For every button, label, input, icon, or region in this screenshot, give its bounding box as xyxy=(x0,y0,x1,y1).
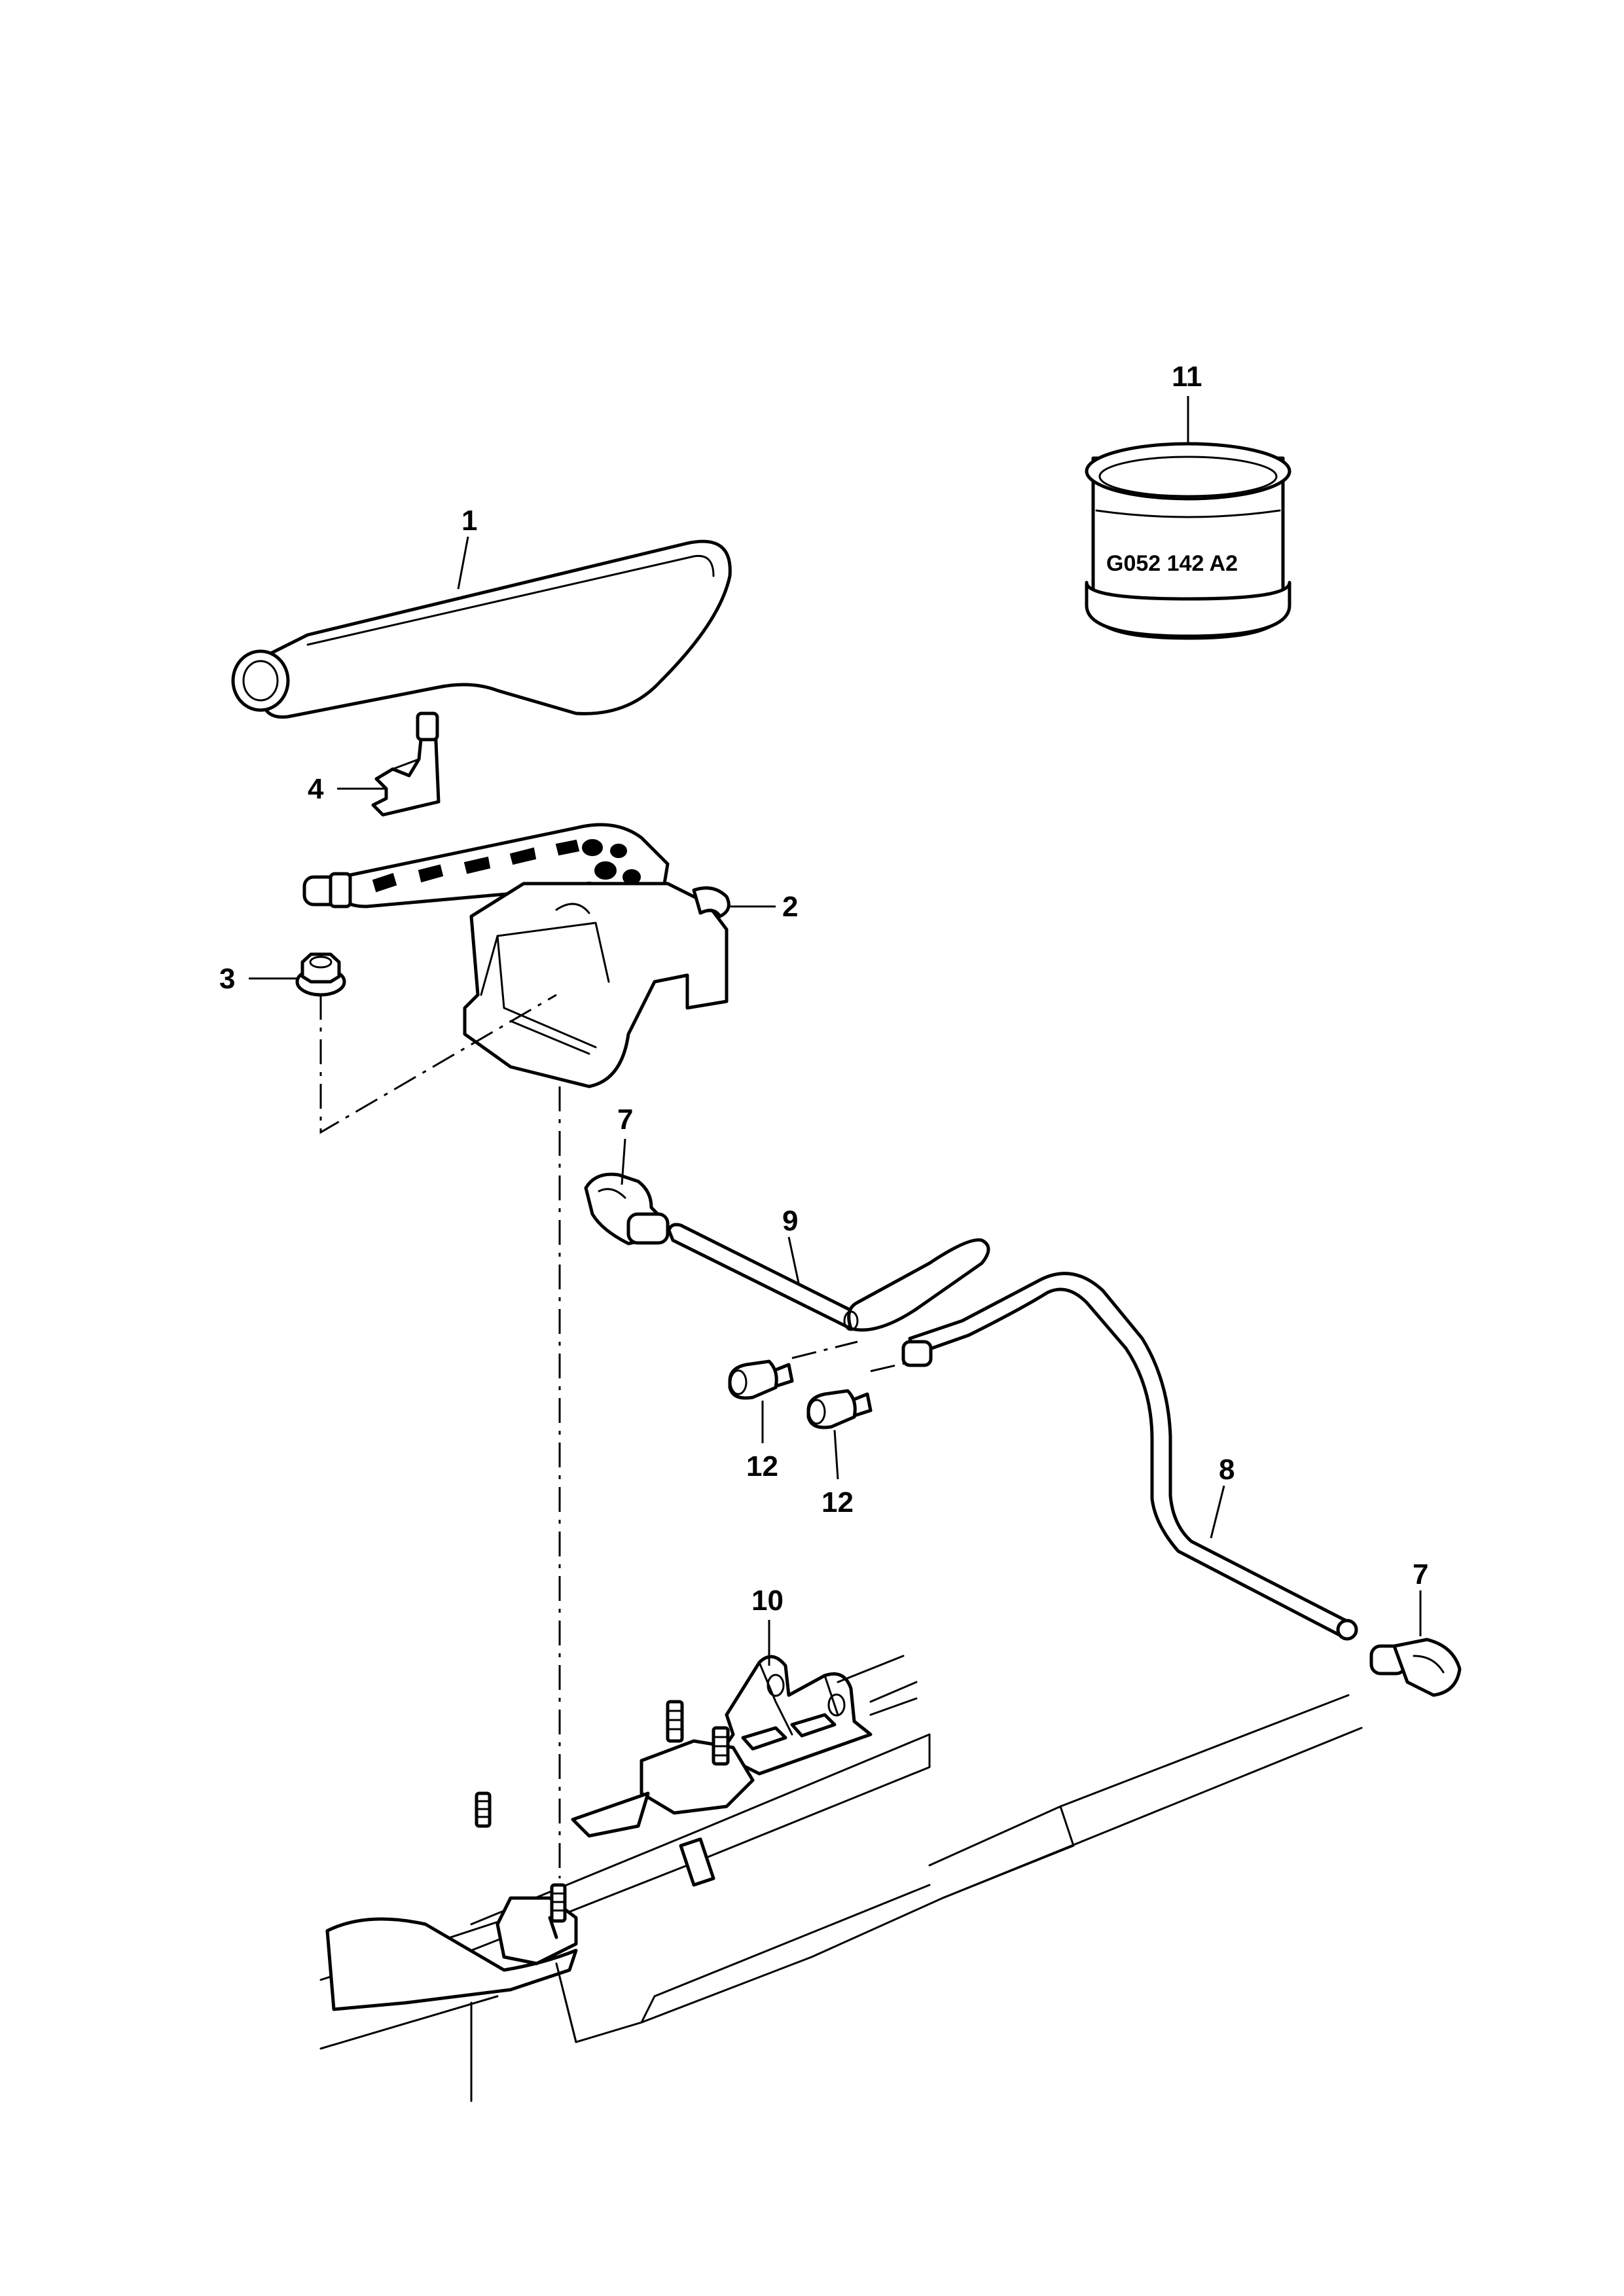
part-12-bolt-right xyxy=(806,1389,873,1429)
part-3-flange-nut xyxy=(295,952,346,997)
callout-7-upper: 7 xyxy=(617,1103,633,1136)
part-8-cable-long xyxy=(901,1272,1358,1641)
part-2-lever-assembly xyxy=(302,823,731,1088)
callout-1: 1 xyxy=(461,505,477,537)
callout-12-left: 12 xyxy=(746,1450,778,1482)
callout-10: 10 xyxy=(751,1585,784,1617)
callout-3: 3 xyxy=(219,963,235,995)
part-11-stamp-text: G052 142 A2 xyxy=(1106,551,1238,576)
part-7-cable-end-lower xyxy=(1369,1638,1462,1697)
callout-2: 2 xyxy=(782,891,798,923)
part-7-cable-end-upper xyxy=(584,1172,670,1246)
callout-12-right: 12 xyxy=(821,1486,854,1518)
floor-mounting-studs xyxy=(475,1700,730,1923)
callout-7-lower: 7 xyxy=(1413,1558,1428,1590)
part-12-bolt-left xyxy=(728,1359,794,1400)
callout-9: 9 xyxy=(782,1205,798,1237)
part-1-handle-grip xyxy=(231,539,732,719)
part-4-bracket-clip xyxy=(371,711,441,817)
part-9-cable-short xyxy=(667,1223,990,1332)
callout-labels: 11 1 4 2 3 7 9 8 7 10 12 12 xyxy=(219,361,1428,1617)
callout-4: 4 xyxy=(308,773,324,805)
part-11-grease-container: G052 142 A2 xyxy=(1085,442,1291,640)
callout-11: 11 xyxy=(1172,361,1202,393)
part-10-mounting-bracket xyxy=(718,1655,873,1776)
callout-leaders xyxy=(249,396,1422,1666)
callout-8: 8 xyxy=(1219,1454,1235,1486)
